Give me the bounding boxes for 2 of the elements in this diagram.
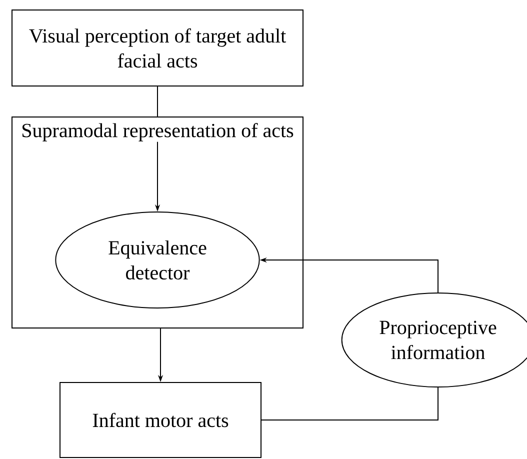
process-box: Visual perception of target adult facial acts [12,10,304,86]
process-box: Infant motor acts [60,382,262,458]
